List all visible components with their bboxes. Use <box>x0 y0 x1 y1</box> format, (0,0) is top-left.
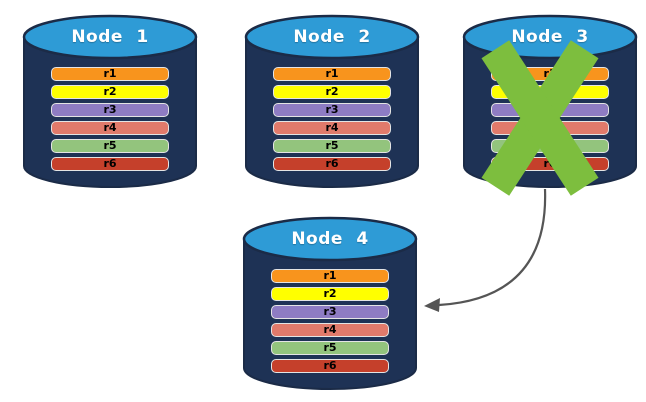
row-stack: r1 r2 r3 r4 r5 r6 <box>271 269 389 377</box>
row-r1: r1 <box>271 269 389 283</box>
node-4: Node 4 r1 r2 r3 r4 r5 r6 <box>242 216 418 391</box>
node-2: Node 2 r1 r2 r3 r4 r5 r6 <box>244 14 420 189</box>
row-r2: r2 <box>273 85 391 99</box>
cylinder-top <box>242 216 418 262</box>
row-r1: r1 <box>51 67 169 81</box>
migration-arrow <box>438 188 547 307</box>
row-r4: r4 <box>271 323 389 337</box>
row-r5: r5 <box>51 139 169 153</box>
row-stack: r1 r2 r3 r4 r5 r6 <box>491 67 609 175</box>
row-r2: r2 <box>51 85 169 99</box>
row-r5: r5 <box>271 341 389 355</box>
row-r6: r6 <box>491 157 609 171</box>
node-title: Node 2 <box>293 27 371 47</box>
node-3: Node 3 r1 r2 r3 r4 r5 r6 <box>462 14 638 189</box>
row-r4: r4 <box>273 121 391 135</box>
row-r5: r5 <box>273 139 391 153</box>
row-r6: r6 <box>273 157 391 171</box>
row-r3: r3 <box>271 305 389 319</box>
row-r6: r6 <box>51 157 169 171</box>
node-title: Node 1 <box>71 27 149 47</box>
row-r3: r3 <box>491 103 609 117</box>
row-r3: r3 <box>51 103 169 117</box>
row-r1: r1 <box>273 67 391 81</box>
node-1: Node 1 r1 r2 r3 r4 r5 r6 <box>22 14 198 189</box>
row-stack: r1 r2 r3 r4 r5 r6 <box>273 67 391 175</box>
row-r6: r6 <box>271 359 389 373</box>
row-stack: r1 r2 r3 r4 r5 r6 <box>51 67 169 175</box>
row-r1: r1 <box>491 67 609 81</box>
row-r5: r5 <box>491 139 609 153</box>
migration-arrowhead <box>424 298 440 312</box>
row-r3: r3 <box>273 103 391 117</box>
cylinder-top <box>244 14 420 60</box>
cylinder-top <box>22 14 198 60</box>
row-r2: r2 <box>271 287 389 301</box>
row-r4: r4 <box>491 121 609 135</box>
row-r2: r2 <box>491 85 609 99</box>
node-title: Node 4 <box>291 229 369 249</box>
node-title: Node 3 <box>511 27 589 47</box>
row-r4: r4 <box>51 121 169 135</box>
